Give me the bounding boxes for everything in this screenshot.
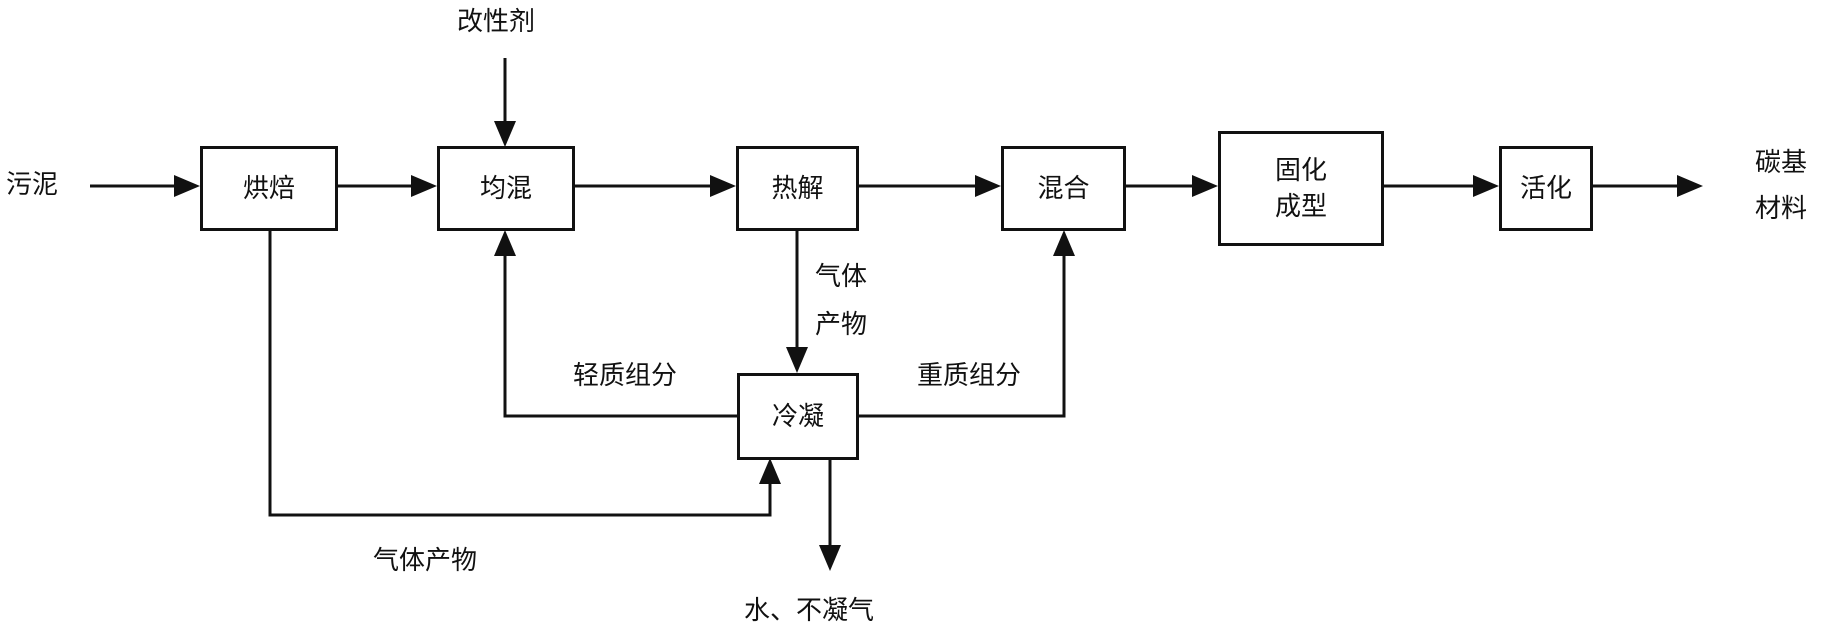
- pyrolysis-node: 热解: [736, 146, 859, 231]
- condense-node: 冷凝: [737, 373, 859, 460]
- gas-product-short-label-line1: 气体: [815, 262, 868, 292]
- light-fraction-label: 轻质组分: [573, 361, 678, 391]
- pyrolysis-node-label: 热解: [771, 173, 824, 204]
- arrowhead-condense-to-mix: [1053, 230, 1075, 256]
- drying-node: 烘焙: [200, 146, 338, 231]
- gas-product-short-label-line2: 产物: [815, 310, 868, 340]
- activate-node-label: 活化: [1519, 173, 1572, 204]
- sludge-label: 污泥: [6, 170, 59, 200]
- solidify-node-label-line2: 成型: [1274, 191, 1327, 222]
- mix-node: 混合: [1001, 146, 1126, 231]
- arrowhead-mix-to-solidify: [1192, 175, 1218, 197]
- arrowhead-modifier-to-homogenize: [494, 121, 516, 147]
- gas-product-long-label: 气体产物: [373, 546, 478, 576]
- arrowhead-sludge-to-drying: [174, 175, 200, 197]
- drying-node-label: 烘焙: [242, 173, 295, 204]
- arrowhead-drying-to-homogenize: [411, 175, 437, 197]
- arrow-condense-to-mix: [859, 253, 1066, 418]
- solidify-node: 固化 成型: [1218, 131, 1384, 246]
- arrowhead-condense-to-water: [819, 545, 841, 571]
- arrow-drying-to-condense: [268, 231, 772, 517]
- arrow-condense-to-homogenize: [503, 253, 737, 418]
- solidify-node-label-line1: 固化: [1274, 155, 1327, 186]
- arrowhead-activate-to-output: [1677, 175, 1703, 197]
- arrowhead-pyrolysis-to-condense: [786, 347, 808, 373]
- mix-node-label: 混合: [1037, 173, 1090, 204]
- output-label-line2: 材料: [1755, 194, 1808, 224]
- arrowhead-solidify-to-activate: [1473, 175, 1499, 197]
- arrowhead-condense-to-homogenize: [494, 230, 516, 256]
- solidify-node-text: 固化 成型: [1275, 153, 1327, 225]
- homogenize-node-label: 均混: [479, 173, 532, 204]
- output-label-line1: 碳基: [1755, 148, 1808, 178]
- activate-node: 活化: [1499, 146, 1593, 231]
- water-noncondensable-label: 水、不凝气: [744, 596, 875, 626]
- arrowhead-pyrolysis-to-mix: [975, 175, 1001, 197]
- arrowhead-homogenize-to-pyrolysis: [710, 175, 736, 197]
- heavy-fraction-label: 重质组分: [917, 361, 1022, 391]
- arrowhead-drying-to-condense: [759, 458, 781, 484]
- condense-node-label: 冷凝: [771, 401, 824, 432]
- modifier-label: 改性剂: [457, 7, 536, 37]
- homogenize-node: 均混: [437, 146, 575, 231]
